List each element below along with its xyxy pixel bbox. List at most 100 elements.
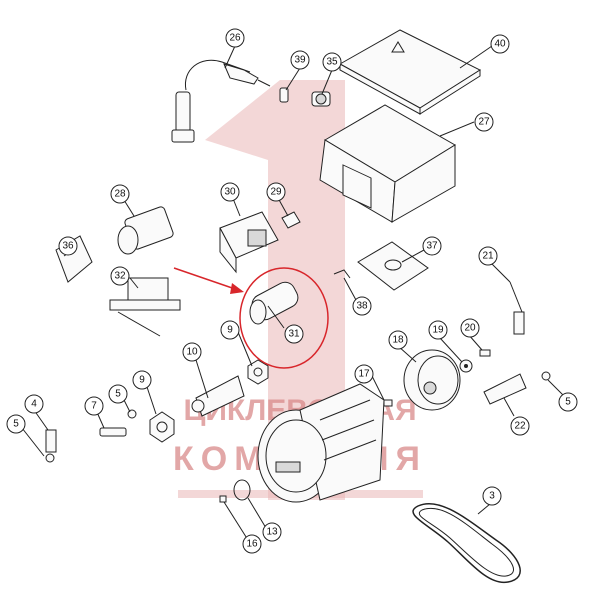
callout-circle [478,246,498,266]
callout-p13: 13 [262,522,282,542]
part-31-cylinder [249,281,299,325]
callout-p4: 4 [24,394,44,414]
part-28-capacitor [117,206,174,255]
part-7-bolt [99,427,127,437]
part-20-screw [479,349,491,357]
callout-p16: 16 [242,534,262,554]
part-22-bracket [483,373,527,405]
highlight-arrow-head [230,283,244,294]
callout-p9a: 9 [220,320,240,340]
part-37-plate [357,241,429,291]
part-32-contactor [109,277,181,337]
part-17-key [383,399,393,407]
part-29-clip [281,211,301,229]
callout-circle [284,324,304,344]
part-4-bolt [45,429,57,453]
callout-label: 40 [494,39,506,50]
callout-circle [352,296,372,316]
callout-label: 29 [270,187,282,198]
part-27-electrical-box [319,104,456,223]
callout-p37: 37 [422,236,442,256]
part-26-power-cable [171,59,271,143]
callout-p28: 28 [110,184,130,204]
callout-circle [388,330,408,350]
callout-label: 5 [115,389,121,400]
part-13-ring [233,479,251,501]
callout-label: 3 [489,491,495,502]
callout-label: 17 [358,369,370,380]
part-9-nut-upper [247,359,269,385]
callout-label: 4 [31,399,37,410]
callout-p9b: 9 [132,370,152,390]
callout-circle [220,320,240,340]
callout-circle [290,50,310,70]
callout-p5c: 5 [558,392,578,412]
callout-p27: 27 [474,112,494,132]
callout-p29: 29 [266,182,286,202]
callout-label: 32 [114,271,126,282]
motor-body [257,383,385,503]
callout-label: 21 [482,251,494,262]
callout-label: 26 [229,33,241,44]
callout-label: 36 [62,241,74,252]
callout-circle [182,342,202,362]
callout-p17: 17 [354,364,374,384]
callout-label: 18 [392,335,404,346]
callout-label: 37 [426,241,438,252]
callout-label: 38 [356,301,368,312]
callout-label: 10 [186,347,198,358]
callout-label: 13 [266,527,278,538]
callout-p19: 19 [428,320,448,340]
callout-circle [354,364,374,384]
callout-circle [132,370,152,390]
callout-label: 31 [288,329,300,340]
callout-circle [474,112,494,132]
callout-circle [482,486,502,506]
callout-p36: 36 [58,236,78,256]
callout-label: 19 [432,325,444,336]
callout-circle [266,182,286,202]
callout-p39: 39 [290,50,310,70]
callout-circle [428,320,448,340]
part-10-bracket [191,375,245,417]
part-5-nut-right [541,371,551,381]
callout-label: 9 [139,375,145,386]
callout-p5a: 5 [6,414,26,434]
callout-label: 5 [565,397,571,408]
callout-label: 22 [514,421,526,432]
callout-circle [510,416,530,436]
callout-label: 28 [114,189,126,200]
part-21-rod [509,281,525,335]
callout-label: 30 [224,187,236,198]
part-40-cover [338,29,482,115]
part-18-pulley [403,349,461,411]
callout-p32: 32 [110,266,130,286]
callout-circle [242,534,262,554]
callout-p10: 10 [182,342,202,362]
callout-p5b: 5 [108,384,128,404]
part-16-key [219,495,227,503]
callout-p22: 22 [510,416,530,436]
part-35-switch [311,91,331,107]
part-19-washer [459,359,473,373]
callout-label: 20 [464,323,476,334]
callout-circle [58,236,78,256]
callout-label: 39 [294,55,306,66]
highlight-arrow-shaft [173,267,239,291]
callout-label: 9 [227,325,233,336]
callout-circle [220,182,240,202]
callout-circle [6,414,26,434]
callout-p31: 31 [284,324,304,344]
part-3-belt [412,503,521,584]
callout-label: 27 [478,117,490,128]
callout-circle [24,394,44,414]
callout-p21: 21 [478,246,498,266]
callout-circle [490,34,510,54]
callout-circle [422,236,442,256]
callout-circle [110,184,130,204]
callout-p18: 18 [388,330,408,350]
part-39-screw [279,87,289,103]
callout-circle [84,396,104,416]
highlight-circle [239,267,329,369]
